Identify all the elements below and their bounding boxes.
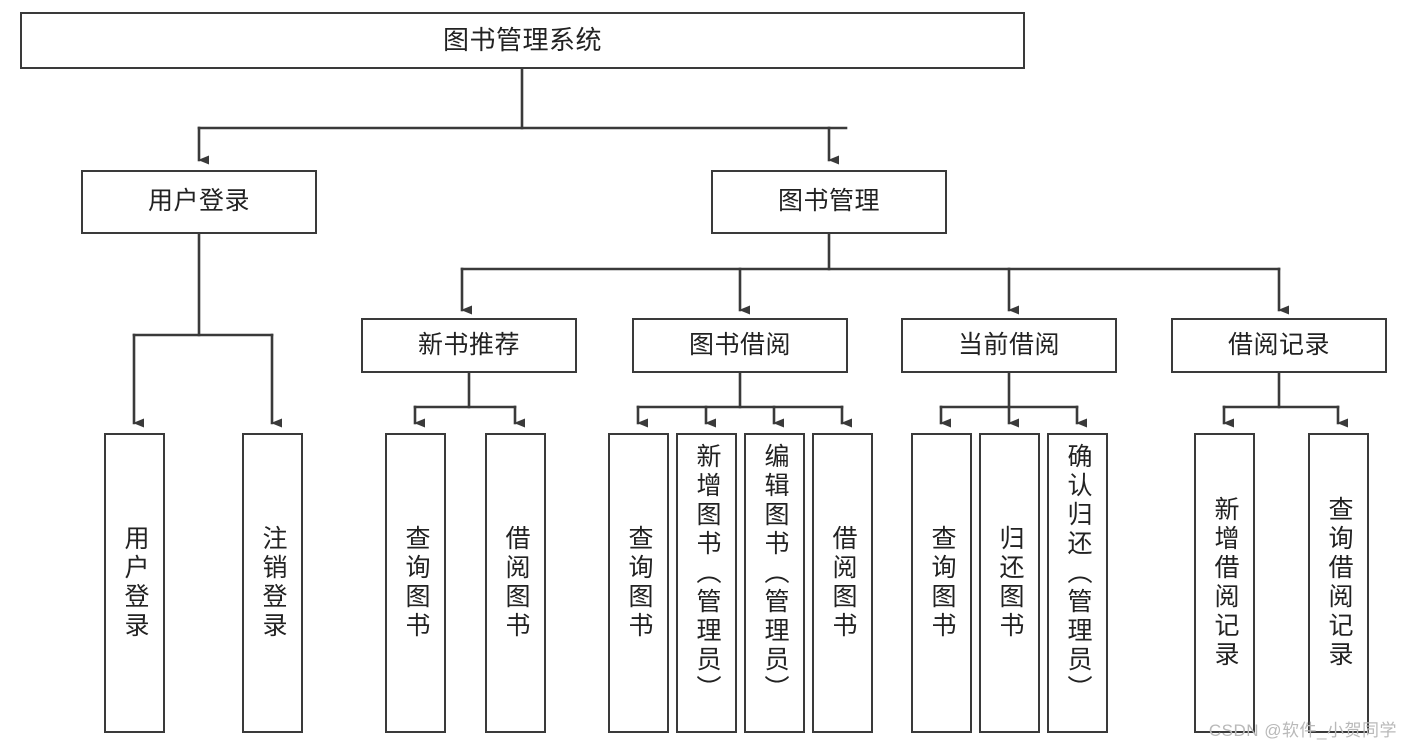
- leaf-bb-add-book[interactable]: 新增图书（管理员）: [676, 433, 737, 733]
- leaf-nb-query-book-label: 查询图书: [402, 525, 430, 641]
- node-borrow-record[interactable]: 借阅记录: [1171, 318, 1387, 373]
- node-root-system[interactable]: 图书管理系统: [20, 12, 1025, 69]
- node-user-login-label: 用户登录: [147, 187, 250, 216]
- leaf-cb-confirm-return-label: 确认归还（管理员）: [1064, 443, 1092, 704]
- csdn-watermark: CSDN @软件_小贺同学: [1208, 721, 1397, 740]
- leaf-cb-query-book[interactable]: 查询图书: [911, 433, 972, 733]
- leaf-br-add-record[interactable]: 新增借阅记录: [1194, 433, 1255, 733]
- node-current-borrow-label: 当前借阅: [957, 330, 1060, 359]
- leaf-user-login-label: 用户登录: [121, 525, 149, 641]
- leaf-nb-borrow-book-label: 借阅图书: [502, 525, 530, 641]
- leaf-bb-borrow-book-label: 借阅图书: [829, 525, 857, 641]
- leaf-br-query-record[interactable]: 查询借阅记录: [1308, 433, 1369, 733]
- node-new-book-recommend-label: 新书推荐: [417, 330, 520, 359]
- leaf-bb-query-book[interactable]: 查询图书: [608, 433, 669, 733]
- leaf-br-query-record-label: 查询借阅记录: [1325, 496, 1353, 670]
- leaf-bb-edit-book[interactable]: 编辑图书（管理员）: [744, 433, 805, 733]
- leaf-user-login[interactable]: 用户登录: [104, 433, 165, 733]
- node-user-login[interactable]: 用户登录: [81, 170, 317, 234]
- leaf-bb-add-book-label: 新增图书（管理员）: [693, 443, 721, 704]
- node-book-manage[interactable]: 图书管理: [711, 170, 947, 234]
- leaf-cb-query-book-label: 查询图书: [928, 525, 956, 641]
- node-borrow-record-label: 借阅记录: [1227, 330, 1330, 359]
- leaf-cb-confirm-return[interactable]: 确认归还（管理员）: [1047, 433, 1108, 733]
- leaf-logout-label: 注销登录: [259, 525, 287, 641]
- leaf-nb-borrow-book[interactable]: 借阅图书: [485, 433, 546, 733]
- leaf-bb-query-book-label: 查询图书: [625, 525, 653, 641]
- node-new-book-recommend[interactable]: 新书推荐: [361, 318, 577, 373]
- leaf-bb-edit-book-label: 编辑图书（管理员）: [761, 443, 789, 704]
- leaf-bb-borrow-book[interactable]: 借阅图书: [812, 433, 873, 733]
- node-book-manage-label: 图书管理: [777, 187, 880, 216]
- leaf-logout[interactable]: 注销登录: [242, 433, 303, 733]
- node-root-system-label: 图书管理系统: [442, 25, 602, 56]
- leaf-cb-return-book-label: 归还图书: [996, 525, 1024, 641]
- leaf-cb-return-book[interactable]: 归还图书: [979, 433, 1040, 733]
- node-book-borrow[interactable]: 图书借阅: [632, 318, 848, 373]
- leaf-br-add-record-label: 新增借阅记录: [1211, 496, 1239, 670]
- node-current-borrow[interactable]: 当前借阅: [901, 318, 1117, 373]
- leaf-nb-query-book[interactable]: 查询图书: [385, 433, 446, 733]
- node-book-borrow-label: 图书借阅: [688, 330, 791, 359]
